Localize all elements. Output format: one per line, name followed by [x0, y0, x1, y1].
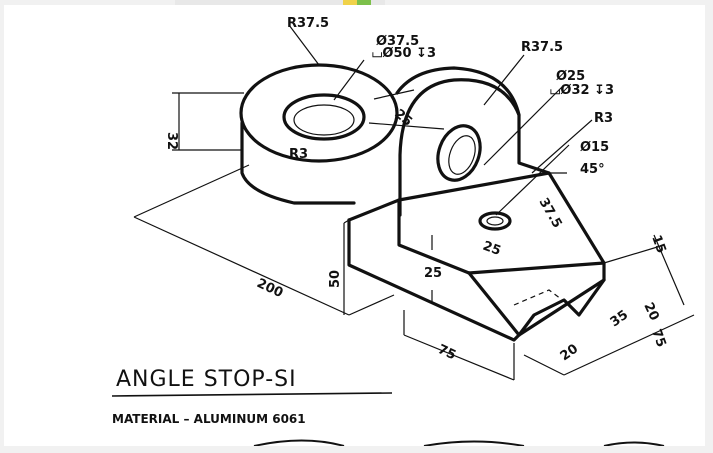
- leader-lines: [288, 24, 593, 216]
- dim-hole-dia: Ø37.5: [376, 34, 419, 49]
- dim-height-50: 50: [328, 270, 343, 288]
- dim-r3-lower: R3: [289, 147, 308, 162]
- left-boss-top: [239, 63, 399, 163]
- dim-slot-35: 35: [608, 308, 631, 331]
- part-outline: [239, 63, 606, 342]
- slot-outline: [517, 278, 606, 337]
- dim-right-lines: [523, 314, 695, 376]
- slot-hidden: [513, 289, 570, 306]
- dim-25-thick-line: [368, 89, 445, 130]
- title-underline: [111, 392, 393, 397]
- dim-cbore2: ⌴Ø32 ↧3: [550, 83, 614, 98]
- dimension-lines: [133, 24, 695, 381]
- base-chamfer: [467, 271, 521, 337]
- base-hole: [478, 211, 512, 231]
- dim-hole-pos-25: 25: [481, 239, 503, 259]
- isometric-drawing: R37.5 Ø37.5 ⌴Ø50 ↧3 R37.5 Ø25 ⌴Ø32 ↧3 R3…: [111, 16, 695, 446]
- left-hole: [293, 104, 355, 136]
- dim-hole-pos-37-5: 37.5: [536, 196, 565, 231]
- upright-cbore: [436, 124, 482, 182]
- yellow-tab: [343, 0, 357, 5]
- dim-r-top-left: R37.5: [287, 16, 329, 31]
- dim-length-200: 200: [254, 276, 285, 301]
- dim-cbore: ⌴Ø50 ↧3: [372, 46, 436, 61]
- green-tab: [357, 0, 371, 5]
- dim-50-line: [343, 219, 350, 315]
- dim-r3-upper: R3: [594, 111, 613, 126]
- dim-32-line: [172, 92, 244, 151]
- dim-width-75: 75: [648, 327, 668, 349]
- dim-15-line: [603, 234, 685, 306]
- dim-75-line: [403, 310, 515, 381]
- dim-height-32: 32: [164, 132, 179, 150]
- drawing-material: MATERIAL – ALUMINUM 6061: [112, 412, 306, 426]
- drawing-title: ANGLE STOP-SI: [116, 367, 297, 392]
- base-step: [397, 198, 471, 275]
- base-ridge: [467, 261, 606, 275]
- dim-r-top-right: R37.5: [521, 40, 563, 55]
- dim-200-line: [133, 164, 395, 316]
- left-boss-side: [240, 121, 356, 205]
- dim-hole3-dia: Ø15: [580, 140, 609, 155]
- base-hole-inner: [486, 216, 504, 226]
- dim-hole2-dia: Ø25: [556, 69, 585, 84]
- top-strip: [175, 0, 385, 5]
- bottom-edge-fragments: [253, 439, 665, 446]
- dim-angle: 45°: [580, 162, 605, 177]
- dim-slot-20b: 20: [558, 342, 581, 365]
- upright-hole: [448, 135, 476, 175]
- drawing-sheet: R37.5 Ø37.5 ⌴Ø50 ↧3 R37.5 Ø25 ⌴Ø32 ↧3 R3…: [4, 5, 705, 446]
- dim-height-15: 15: [648, 233, 668, 255]
- upright-back: [395, 66, 521, 117]
- base-top-edge: [347, 171, 606, 337]
- dim-step-25: 25: [424, 266, 442, 281]
- dim-length-75: 75: [435, 342, 458, 363]
- dim-slot-20a: 20: [640, 300, 661, 323]
- upright-front: [398, 78, 551, 217]
- left-cbore: [282, 93, 366, 141]
